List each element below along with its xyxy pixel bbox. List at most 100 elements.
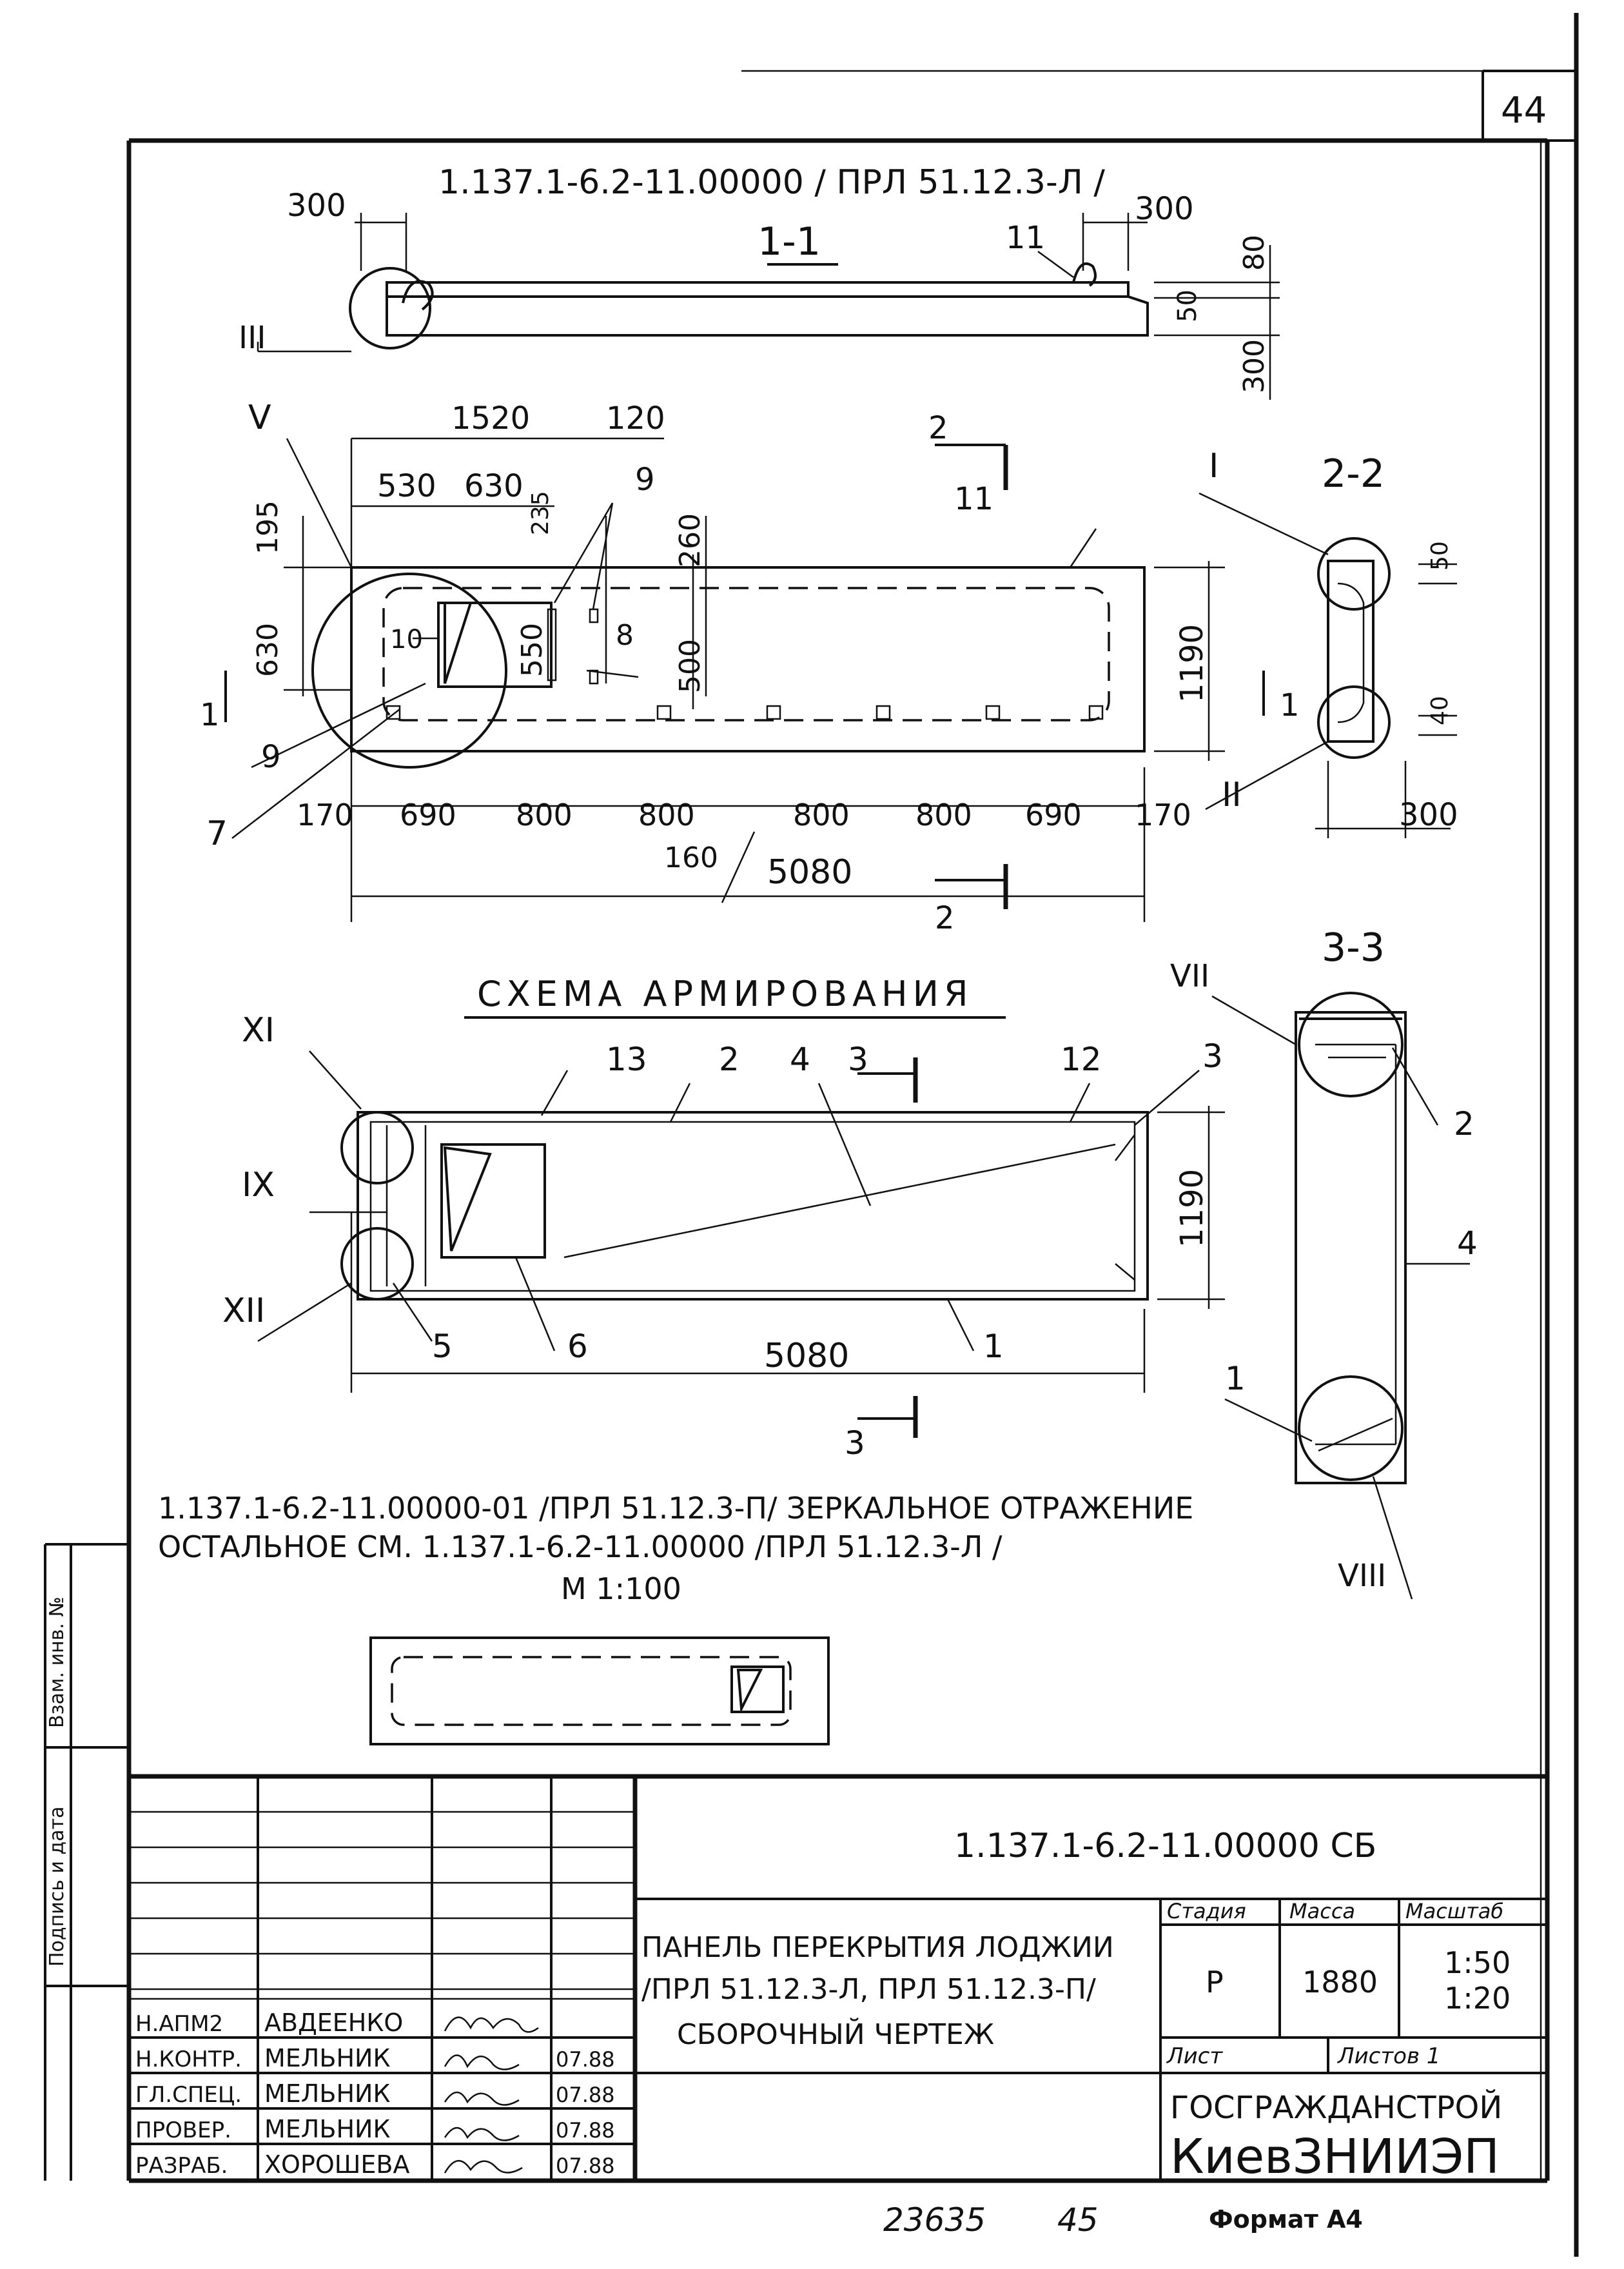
bottom-dim: 690 xyxy=(400,798,456,832)
dim-630-top: 630 xyxy=(464,468,523,504)
pos-4-s33: 4 xyxy=(1457,1224,1478,1262)
inventory-number: 23635 xyxy=(883,2201,986,2239)
pos-10: 10 xyxy=(390,625,423,654)
pos-9-bottom: 9 xyxy=(261,739,281,775)
section-3-3 xyxy=(1211,992,1470,1600)
dim-40-s22: 40 xyxy=(1427,696,1453,725)
section-1-1-label: 1-1 xyxy=(758,219,821,264)
pos-13: 13 xyxy=(606,1041,647,1078)
pos-7: 7 xyxy=(206,814,228,853)
dim-80: 80 xyxy=(1238,235,1271,271)
side-stamp xyxy=(44,1543,129,2181)
signature-role: РАЗРАБ. xyxy=(135,2153,228,2179)
signature-role: ПРОВЕР. xyxy=(135,2117,231,2143)
pos-12: 12 xyxy=(1061,1041,1102,1078)
pos-4-scheme: 4 xyxy=(790,1041,810,1078)
pos-5: 5 xyxy=(432,1328,453,1365)
dim-120: 120 xyxy=(606,400,665,437)
sheets-label: Листов 1 xyxy=(1336,2043,1440,2069)
designation: 1.137.1-6.2-11.00000 СБ xyxy=(954,1827,1376,1865)
signature-role: Н.АПМ2 xyxy=(135,2011,223,2037)
dim-1190-plan: 1190 xyxy=(1174,624,1210,703)
sheet-label: Лист xyxy=(1166,2043,1223,2069)
dim-530: 530 xyxy=(377,468,436,504)
cut-1-left: 1 xyxy=(200,697,220,733)
org-name-1: ГОСГРАЖДАНСТРОЙ xyxy=(1170,2089,1502,2126)
plan-bottom-dims: 170 690 800 800 800 800 690 170 xyxy=(297,798,1191,832)
signature-role: Н.КОНТР. xyxy=(135,2047,242,2072)
dim-5080-plan: 5080 xyxy=(767,853,852,892)
dim-1190-scheme: 1190 xyxy=(1174,1169,1210,1248)
node-XI: XI xyxy=(242,1011,275,1050)
signature-name: МЕЛЬНИК xyxy=(264,2044,390,2072)
section-1-1 xyxy=(257,213,1280,400)
signature-name: ХОРОШЕВА xyxy=(264,2150,409,2179)
signature-role: ГЛ.СПЕЦ. xyxy=(135,2082,242,2108)
scale-label: Масштаб xyxy=(1405,1899,1503,1923)
side-inv-no: Взам. инв. № xyxy=(46,1596,68,1728)
dim-630-left: 630 xyxy=(251,623,284,677)
stage-label: Стадия xyxy=(1167,1899,1246,1923)
pos-11-plan: 11 xyxy=(954,481,993,517)
node-IX: IX xyxy=(242,1166,275,1204)
mass-value: 1880 xyxy=(1302,1965,1378,1999)
stage-value: Р xyxy=(1206,1965,1224,1999)
page-number: 45 xyxy=(1057,2201,1099,2239)
dim-300-right: 300 xyxy=(1135,191,1194,227)
pos-2-s33: 2 xyxy=(1454,1105,1474,1143)
sheet-number: 44 xyxy=(1501,90,1547,132)
signature-date: 07.88 xyxy=(556,2083,615,2107)
doc-name-line2: /ПРЛ 51.12.3-Л, ПРЛ 51.12.3-П/ xyxy=(641,1973,1096,2006)
cut-1-right: 1 xyxy=(1280,687,1300,723)
signature-table: Н.АПМ2 АВДЕЕНКО Н.КОНТР. МЕЛЬНИК 07.88 Г… xyxy=(135,2009,615,2179)
bottom-dim: 800 xyxy=(793,798,850,832)
dim-1520: 1520 xyxy=(451,400,530,437)
pos-8: 8 xyxy=(616,619,634,652)
bottom-dim: 170 xyxy=(297,798,353,832)
dim-50-s22: 50 xyxy=(1427,541,1453,571)
scale-value-1: 1:50 xyxy=(1444,1945,1511,1980)
dim-5080-scheme: 5080 xyxy=(764,1337,849,1375)
dim-50: 50 xyxy=(1173,290,1202,322)
signature-date: 07.88 xyxy=(556,2154,615,2178)
pos-2-scheme: 2 xyxy=(719,1041,739,1078)
sheet-frame xyxy=(126,13,1579,2257)
node-I: I xyxy=(1209,447,1218,486)
signature-scribble xyxy=(444,2127,520,2141)
bottom-dim: 800 xyxy=(516,798,572,832)
dim-300-s22: 300 xyxy=(1399,797,1458,833)
signature-scribble xyxy=(444,2159,523,2174)
pos-9-top: 9 xyxy=(635,462,655,498)
section-2-2-label: 2-2 xyxy=(1322,451,1385,496)
node-V: V xyxy=(248,398,271,437)
dim-160: 160 xyxy=(664,841,718,874)
mirror-note-line2: ОСТАЛЬНОЕ СМ. 1.137.1-6.2-11.00000 /ПРЛ … xyxy=(158,1529,1003,1564)
pos-1-s33: 1 xyxy=(1225,1360,1246,1397)
dim-195: 195 xyxy=(251,500,284,555)
dim-260: 260 xyxy=(674,513,707,567)
mirror-panel-sketch xyxy=(369,1636,830,1745)
org-name-2: КиевЗНИИЭП xyxy=(1170,2129,1500,2185)
signature-date: 07.88 xyxy=(556,2047,615,2072)
cut-2-bottom: 2 xyxy=(935,900,955,936)
signature-name: МЕЛЬНИК xyxy=(264,2115,390,2143)
node-II: II xyxy=(1222,776,1242,814)
signature-date: 07.88 xyxy=(556,2118,615,2143)
dim-300-left: 300 xyxy=(287,188,346,224)
mirror-scale: М 1:100 xyxy=(561,1571,681,1606)
pos-11-section: 11 xyxy=(1006,220,1045,256)
bottom-dim: 170 xyxy=(1135,798,1191,832)
reinforcement-scheme xyxy=(257,1050,1225,1438)
signature-scribble xyxy=(444,2016,539,2033)
node-VIII: VIII xyxy=(1338,1558,1386,1594)
section-2-2 xyxy=(1198,492,1457,838)
cut-3-bottom: 3 xyxy=(845,1424,865,1462)
bottom-dim: 800 xyxy=(915,798,972,832)
bottom-dim: 800 xyxy=(638,798,695,832)
pos-6: 6 xyxy=(567,1328,588,1365)
panel-plan xyxy=(224,437,1265,922)
doc-name-line3: СБОРОЧНЫЙ ЧЕРТЕЖ xyxy=(677,2017,994,2051)
signature-scribble xyxy=(444,2054,520,2070)
signature-name: АВДЕЕНКО xyxy=(264,2009,403,2037)
